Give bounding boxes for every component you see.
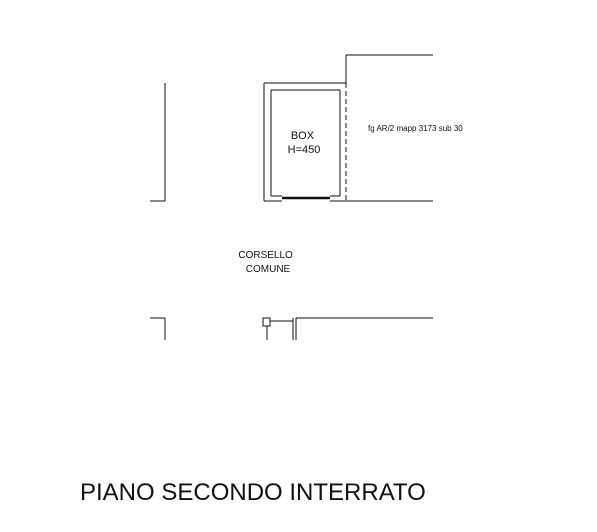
corridor-label-line2: COMUNE <box>246 264 291 275</box>
box-label: BOX H=450 <box>288 130 321 156</box>
box-label-line1: BOX <box>291 130 315 142</box>
corridor-label: CORSELLO COMUNE <box>238 250 295 275</box>
corridor-label-line1: CORSELLO <box>238 250 293 261</box>
left-wall-upper <box>150 83 166 202</box>
lower-walls <box>150 317 433 340</box>
cadastral-reference: fg AR/2 mapp 3173 sub 30 <box>368 124 463 133</box>
adjacent-building-outline <box>345 54 433 202</box>
box-label-line2: H=450 <box>288 144 321 156</box>
box-unit-walls <box>263 82 347 202</box>
floor-title: PIANO SECONDO INTERRATO <box>80 479 426 506</box>
pillar-marker <box>262 317 271 327</box>
